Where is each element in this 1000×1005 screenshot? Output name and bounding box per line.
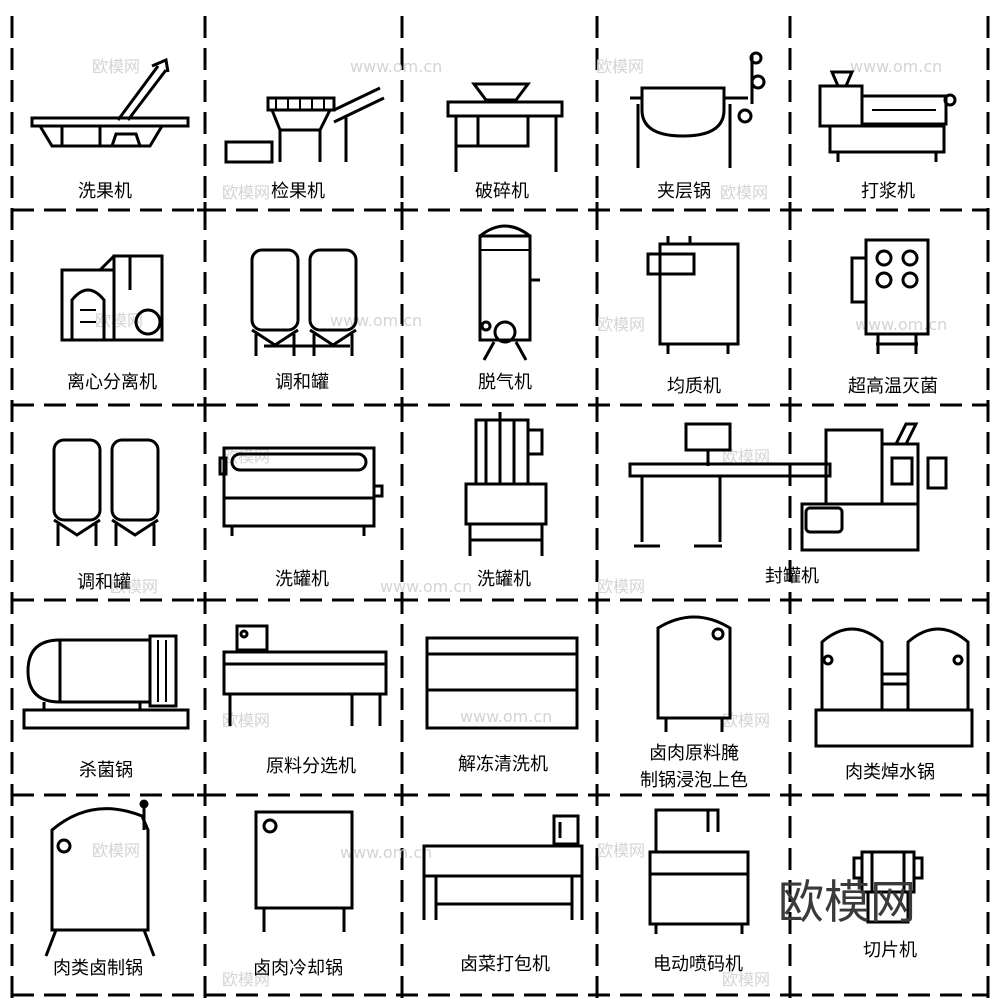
label-coding-printer: 电动喷码机	[653, 954, 743, 975]
crusher-drawing	[446, 82, 564, 172]
label-uht-sterilizer: 超高温灭菌	[848, 376, 938, 397]
blanching-pot-drawing	[814, 627, 974, 748]
can-washer-drawing	[218, 446, 384, 536]
watermark-text: 欧模网	[222, 970, 270, 989]
deaerator-drawing	[478, 224, 540, 361]
uht-sterilizer-drawing	[850, 238, 930, 354]
watermark-text: 欧模网	[222, 711, 270, 730]
label-jacketed-kettle: 夹层锅	[657, 181, 711, 202]
label-deaerator: 脱气机	[478, 372, 532, 393]
coding-printer-drawing	[648, 808, 750, 934]
label-cooling-tank: 卤肉冷却锅	[253, 958, 343, 979]
watermark-text: 欧模网	[597, 841, 645, 860]
watermark-text: 欧模网	[722, 970, 770, 989]
label-centrifuge: 离心分离机	[67, 372, 157, 393]
slicer-drawing	[852, 850, 924, 924]
watermark-text: 欧模网	[92, 841, 140, 860]
watermarks: 欧模网 www.om.cn 欧模网 www.om.cn 欧模网 欧模网 欧模网 …	[92, 57, 947, 989]
watermark-text: 欧模网	[110, 577, 158, 596]
label-retort: 杀菌锅	[79, 760, 133, 781]
watermark-text: 欧模网	[720, 183, 768, 202]
pulper-drawing	[818, 70, 957, 162]
label-marinating-tank-line1: 卤肉原料腌	[649, 743, 739, 764]
sorter-drawing	[222, 624, 388, 726]
label-blending-tank-2: 调和罐	[77, 572, 131, 593]
packaging-machine-drawing	[422, 814, 584, 920]
dashed-grid	[10, 16, 990, 1000]
can-washer-tower-drawing	[464, 412, 548, 556]
label-can-seamer: 封罐机	[765, 566, 819, 587]
can-seamer-drawing	[628, 422, 948, 552]
grid-crosses	[197, 202, 798, 803]
label-marinating-tank-line2: 制锅浸泡上色	[640, 770, 748, 791]
label-can-washer-1: 洗罐机	[275, 569, 329, 590]
label-sorter: 原料分选机	[266, 756, 356, 777]
label-packaging-machine: 卤菜打包机	[460, 954, 550, 975]
label-pulper: 打浆机	[861, 181, 915, 202]
watermark-text: 欧模网	[596, 57, 644, 76]
label-fruit-inspection: 检果机	[271, 181, 325, 202]
thawing-washer-drawing	[425, 636, 579, 730]
jacketed-kettle-drawing	[630, 51, 766, 168]
label-braising-pot: 肉类卤制锅	[53, 958, 143, 979]
label-can-washer-2: 洗罐机	[477, 569, 531, 590]
label-blending-tank-1: 调和罐	[275, 372, 329, 393]
label-blanching-pot: 肉类焯水锅	[845, 762, 935, 783]
cooling-tank-drawing	[254, 810, 354, 932]
label-homogenizer: 均质机	[667, 376, 721, 397]
watermark-url: www.om.cn	[850, 57, 942, 76]
watermark-url: www.om.cn	[340, 843, 432, 862]
watermark-url: www.om.cn	[350, 57, 442, 76]
fruit-washer-drawing	[30, 57, 190, 148]
watermark-text: 欧模网	[722, 711, 770, 730]
label-slicer: 切片机	[863, 940, 917, 961]
watermark-text: 欧模网	[222, 447, 270, 466]
centrifuge-drawing	[60, 254, 164, 342]
corner-logo: 欧模网	[778, 875, 916, 929]
fruit-inspection-drawing	[224, 86, 385, 164]
watermark-url: www.om.cn	[330, 311, 422, 330]
blending-tanks-drawing-2	[52, 438, 160, 546]
watermark-url: www.om.cn	[460, 707, 552, 726]
watermark-text: 欧模网	[222, 183, 270, 202]
blending-tanks-drawing	[250, 248, 358, 356]
watermark-text: 欧模网	[722, 447, 770, 466]
watermark-text: 欧模网	[597, 577, 645, 596]
label-thawing-washer: 解冻清洗机	[458, 754, 548, 775]
homogenizer-drawing	[646, 236, 740, 354]
marinating-tank-drawing	[656, 615, 732, 732]
watermark-text: 欧模网	[92, 57, 140, 76]
watermark-url: www.om.cn	[380, 577, 472, 596]
retort-drawing	[22, 634, 190, 730]
watermark-text: 欧模网	[95, 311, 143, 330]
label-fruit-washer: 洗果机	[78, 181, 132, 202]
watermark-url: www.om.cn	[855, 315, 947, 334]
label-crusher: 破碎机	[475, 181, 529, 202]
braising-pot-drawing	[44, 799, 156, 957]
watermark-text: 欧模网	[597, 315, 645, 334]
